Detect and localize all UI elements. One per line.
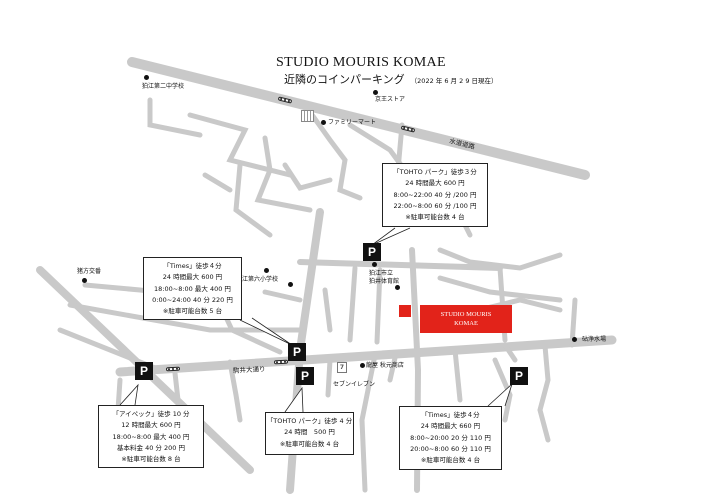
parking-icon-2: P (288, 343, 306, 361)
parking-line: ※駐車可能台数 4 台 (405, 213, 465, 222)
school2-marker (144, 75, 149, 80)
as-of-date: （2022 年 6 月 2 9 日現在） (410, 77, 498, 85)
parking-line: 12 時間最大 600 円 (121, 421, 181, 430)
parking-name: 「Times」徒歩４分 (421, 411, 480, 419)
school6-label: 狛江第六小学校 (236, 276, 279, 283)
parking-name: 「TOHTO パーク」徒歩３分 (393, 168, 477, 176)
family-mart-label: ファミリーマート (328, 119, 377, 126)
parking-line: 8:00~22:00 40 分 /200 円 (393, 190, 477, 199)
seven-eleven-icon: 7 (337, 362, 347, 373)
parking-line: 20:00~8:00 60 分 110 円 (410, 444, 491, 453)
parking-line: 0:00~24:00 40 分 220 円 (152, 295, 233, 304)
gym-label-1: 狛江市立 (369, 270, 394, 277)
family-mart-marker (321, 120, 326, 125)
parking-line: 22:00~8:00 60 分 /100 円 (393, 201, 477, 210)
parking-info-tohto-3min: 「TOHTO パーク」徒歩３分 24 時間最大 600 円 8:00~22:00… (382, 163, 488, 227)
komai-street (115, 335, 617, 377)
parking-line: ※駐車可能台数 5 台 (162, 307, 223, 316)
komaidori-label: 駒井大通り (232, 365, 266, 375)
koban-marker (82, 278, 87, 283)
studio-label: STUDIO MOURIS KOMAE (420, 305, 512, 333)
parking-icon-5: P (510, 367, 528, 385)
parking-line: 18:00~8:00 最大 400 円 (112, 432, 190, 441)
parking-icon-3: P (135, 362, 153, 380)
parking-info-times-left: 「Times」徒歩４分 24 時間最大 600 円 18:00~8:00 最大 … (143, 257, 242, 320)
parking-info-ipec: 「アイペック」徒歩 10 分 12 時間最大 600 円 18:00~8:00 … (98, 405, 204, 468)
parking-info-times-right: 「Times」徒歩４分 24 時間最大 660 円 8:00~20:00 20 … (399, 406, 502, 470)
filter-label: 砧浄水場 (582, 336, 607, 343)
gym-label-2: 狛井体育館 (369, 278, 400, 285)
extra-marker-2 (395, 285, 400, 290)
school2-label: 狛江第二中学校 (142, 83, 185, 90)
parking-line: ※駐車可能台数 4 台 (420, 456, 481, 465)
studio-line1: STUDIO MOURIS (440, 311, 492, 318)
liquor-marker (360, 363, 365, 368)
parking-line: ※駐車可能台数 4 台 (279, 439, 340, 448)
extra-marker-1 (288, 282, 293, 287)
traffic-signal-icon (273, 359, 289, 365)
parking-line: ※駐車可能台数 8 台 (121, 455, 181, 464)
map-title: STUDIO MOURIS KOMAE (276, 55, 446, 70)
parking-info-tohto-4min: 「TOHTO パーク」徒歩 4 分 24 時間 500 円 ※駐車可能台数 4 … (265, 412, 354, 455)
map-subtitle: 近隣のコインパーキング （2022 年 6 月 2 9 日現在） (284, 71, 498, 87)
parking-icon-1: P (363, 243, 381, 261)
parking-line: 24 時間 500 円 (284, 428, 335, 437)
gym-marker (372, 262, 377, 267)
liquor-label: 龍屋 秋元商店 (366, 362, 404, 369)
subtitle-text: 近隣のコインパーキング (284, 73, 405, 86)
filter-marker (572, 337, 577, 342)
supermarket-icon (301, 110, 314, 122)
parking-line: 24 時間最大 600 円 (405, 179, 465, 188)
school6-marker (264, 268, 269, 273)
parking-name: 「アイペック」徒歩 10 分 (112, 410, 190, 418)
studio-line2: KOMAE (454, 320, 478, 327)
studio-location-marker (399, 305, 411, 317)
traffic-signal-icon (165, 366, 181, 372)
parking-icon-4: P (296, 367, 314, 385)
keio-store-label: 京王ストア (375, 96, 406, 103)
parking-line: 18:00~8:00 最大 400 円 (154, 284, 231, 293)
keio-store-marker (373, 90, 378, 95)
parking-line: 24 時間最大 660 円 (420, 422, 481, 431)
parking-name: 「Times」徒歩４分 (163, 262, 222, 270)
seven-eleven-label: セブンイレブン (333, 381, 376, 388)
parking-line: 基本料金 40 分 200 円 (117, 443, 185, 452)
parking-line: 24 時間最大 600 円 (162, 273, 223, 282)
water-road (127, 57, 590, 180)
parking-name: 「TOHTO パーク」徒歩 4 分 (266, 417, 353, 425)
parking-line: 8:00~20:00 20 分 110 円 (410, 433, 491, 442)
koban-label: 猪方交番 (77, 268, 102, 275)
